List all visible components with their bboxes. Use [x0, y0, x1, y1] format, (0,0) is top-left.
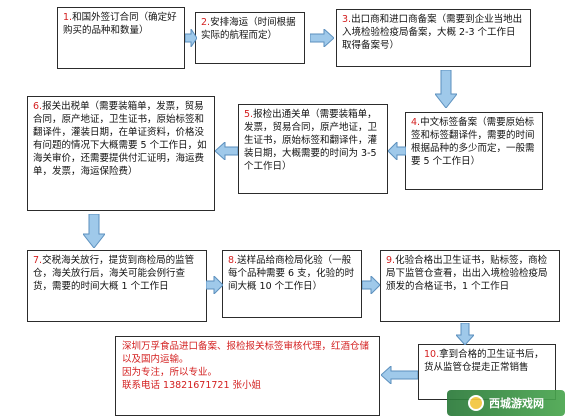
step-4-box: 4.中文标签备案（需要原始标签和标签翻译件，需要的时间根据品种的多少而定，一般需…	[405, 112, 543, 190]
promo-line-3: 联系电话 13821671721 张小姐	[122, 380, 262, 391]
step-4-number: 4.	[411, 117, 421, 128]
arrow-7-to-8	[206, 276, 223, 294]
promo-line-1: 深圳万孚食品进口备案、报检报关标签审核代理，红酒仓储以及国内运输。	[122, 341, 370, 365]
step-3-number: 3.	[342, 14, 352, 25]
arrow-5-to-6	[215, 142, 238, 160]
arrow-9-to-10	[456, 323, 474, 345]
step-8-number: 8.	[228, 255, 238, 266]
step-5-number: 5.	[244, 109, 254, 120]
step-3-text: 出口商和进口商备案（需要到企业当地出入境检验检疫局备案，大概 2-3 个工作日取…	[342, 14, 523, 51]
step-7-number: 7.	[33, 255, 43, 266]
step-1-text: 和国外签订合同（确定好购买的品种和数量）	[63, 12, 177, 36]
watermark-logo-icon	[468, 395, 484, 411]
arrow-6-to-7	[83, 214, 105, 248]
step-9-number: 9.	[386, 255, 396, 266]
step-10-number: 10.	[424, 349, 440, 360]
step-8-box: 8.送样品给商检局化验（一般每个品种需要 6 支，化验的时间大概 10 个工作日…	[222, 250, 362, 318]
promo-line-2: 因为专注，所以专业。	[122, 367, 218, 378]
step-2-number: 2.	[201, 17, 211, 28]
step-8-text: 送样品给商检局化验（一般每个品种需要 6 支，化验的时间大概 10 个工作日）	[228, 255, 355, 292]
watermark-text: 西城游戏网	[489, 397, 544, 410]
arrow-3-to-4	[435, 70, 457, 108]
step-1-number: 1.	[63, 12, 73, 23]
step-2-text: 安排海运（时间根据实际的航程而定）	[201, 17, 296, 41]
step-6-box: 6.报关出税单（需要装箱单，发票，贸易合同，原产地证，卫生证书，原始标签和翻译件…	[27, 96, 215, 211]
step-1-box: 1.和国外签订合同（确定好购买的品种和数量）	[57, 7, 185, 69]
arrow-2-to-3	[310, 29, 334, 47]
watermark: 西城游戏网	[447, 390, 565, 416]
step-5-text: 报检出通关单（需要装箱单，发票，贸易合同，原产地证，卫生证书，原始标签和翻译件，…	[244, 109, 378, 172]
step-9-text: 化验合格出卫生证书，贴标签，商检局下监管仓查看，出出入境检验检疫局颁发的合格证书…	[386, 255, 548, 292]
step-2-box: 2.安排海运（时间根据实际的航程而定）	[195, 12, 305, 64]
arrow-10-to-promo	[381, 366, 418, 384]
step-3-box: 3.出口商和进口商备案（需要到企业当地出入境检验检疫局备案，大概 2-3 个工作…	[336, 9, 531, 67]
arrow-4-to-5	[388, 142, 406, 160]
step-10-text: 拿到合格的卫生证书后，货从监管仓提走正常销售	[424, 349, 544, 373]
step-9-box: 9.化验合格出卫生证书，贴标签，商检局下监管仓查看，出出入境检验检疫局颁发的合格…	[380, 250, 560, 322]
arrow-1-to-2	[185, 29, 197, 47]
arrow-8-to-9	[362, 276, 380, 294]
step-7-box: 7.交税海关放行，提货到商检局的监管仓，海关放行后，海关可能会例行查货，需要的时…	[27, 250, 207, 322]
step-6-number: 6.	[33, 101, 43, 112]
promo-box: 深圳万孚食品进口备案、报检报关标签审核代理，红酒仓储以及国内运输。 因为专注，所…	[115, 336, 380, 416]
step-4-text: 中文标签备案（需要原始标签和标签翻译件，需要的时间根据品种的多少而定，一般需要 …	[411, 117, 535, 167]
step-7-text: 交税海关放行，提货到商检局的监管仓，海关放行后，海关可能会例行查货，需要的时间大…	[33, 255, 195, 292]
step-6-text: 报关出税单（需要装箱单，发票，贸易合同，原产地证，卫生证书，原始标签和翻译件，灌…	[33, 101, 207, 177]
step-5-box: 5.报检出通关单（需要装箱单，发票，贸易合同，原产地证，卫生证书，原始标签和翻译…	[238, 104, 388, 194]
